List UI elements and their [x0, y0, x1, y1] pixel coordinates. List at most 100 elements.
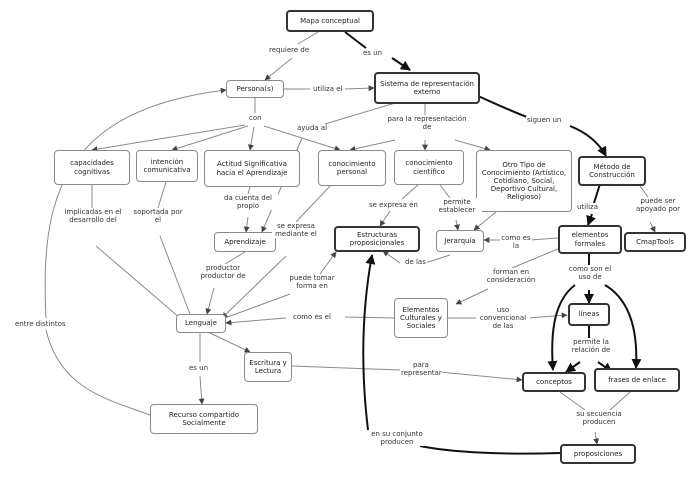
connector — [159, 235, 191, 315]
link-utiliza-el: utiliza el — [312, 85, 344, 94]
connector — [604, 284, 642, 369]
connector — [477, 95, 531, 119]
node-aprendizaje[interactable]: Aprendizaje — [214, 232, 276, 252]
connector — [344, 85, 375, 92]
link-implicadas: implicadas en el desarrollo del — [56, 208, 130, 225]
connector — [419, 445, 561, 455]
connector — [91, 124, 246, 153]
node-metodo-construccion[interactable]: Método de Construcción — [578, 156, 646, 186]
connector — [291, 365, 401, 371]
connector — [401, 184, 419, 200]
connector — [424, 254, 451, 264]
connector — [529, 237, 559, 241]
link-de-las: de las — [404, 258, 427, 267]
link-para-representar: para representar — [400, 361, 442, 378]
link-para-la-representacion: para la representación de — [382, 115, 472, 132]
node-intencion-comunicativa[interactable]: intención comunicativa — [136, 150, 198, 182]
connector — [264, 57, 293, 81]
connector — [453, 219, 460, 231]
connector — [45, 329, 151, 416]
node-conocimiento-cientifico[interactable]: conocimiento científico — [394, 150, 464, 185]
node-proposiciones[interactable]: proposiciones — [560, 444, 636, 464]
connector — [297, 31, 319, 45]
link-uso-convencional: uso convencional de las — [476, 306, 530, 331]
link-ayuda-al: ayuda al — [296, 124, 329, 133]
link-entre-distintos: entre distintos — [14, 320, 67, 329]
connector — [547, 284, 576, 371]
connector — [609, 391, 631, 411]
connector — [649, 221, 656, 233]
node-elementos-culturales[interactable]: Elementos Culturales y Sociales — [394, 298, 448, 338]
link-como-es-la: como es la — [500, 234, 532, 251]
connector — [224, 293, 291, 319]
connector — [379, 210, 391, 227]
connector — [247, 186, 251, 195]
connector — [324, 102, 396, 125]
link-da-cuenta: da cuenta del propio — [218, 194, 278, 211]
connector — [569, 125, 607, 157]
node-lenguaje[interactable]: Lenguaje — [176, 314, 226, 333]
node-cmaptools[interactable]: CmapTools — [624, 232, 686, 252]
connector — [349, 139, 396, 152]
connector — [224, 251, 246, 265]
link-su-secuencia: su secuencia producen — [566, 410, 632, 427]
node-jerarquia[interactable]: Jerarquía — [436, 230, 484, 252]
connector — [439, 184, 451, 199]
connector — [44, 87, 227, 319]
connector — [559, 391, 586, 411]
connector — [344, 316, 395, 319]
link-puede-tomar-forma: puede tomar forma en — [278, 274, 346, 291]
link-con: con — [248, 114, 263, 123]
connector — [473, 211, 497, 231]
link-soportada: soportada por el — [130, 208, 186, 225]
node-frases-enlace[interactable]: frases de enlace — [594, 368, 680, 392]
connector — [511, 247, 561, 269]
link-siguen-un: siguen un — [526, 116, 563, 125]
node-escritura-lectura[interactable]: Escritura y Lectura — [244, 352, 292, 382]
connector — [344, 31, 367, 49]
link-forman-en: forman en consideración — [476, 268, 546, 285]
link-utiliza: utiliza — [576, 203, 599, 212]
link-puede-ser-apoyado: puede ser apoyado por — [632, 197, 684, 214]
node-lineas[interactable]: líneas — [568, 303, 610, 326]
connector — [382, 250, 401, 264]
node-elementos-formales[interactable]: elementos formales — [558, 225, 622, 254]
connector — [225, 317, 287, 326]
link-permite-establecer: permite establecer — [432, 198, 482, 215]
connector — [639, 185, 649, 198]
link-productor: productor productor de — [192, 264, 254, 281]
connector — [95, 245, 181, 319]
connector — [319, 251, 337, 275]
connector — [455, 288, 489, 305]
bold-connectors — [344, 31, 642, 455]
node-sistema-representacion[interactable]: Sistema de representación externo — [374, 72, 480, 104]
connector — [593, 431, 600, 445]
connector — [439, 371, 523, 383]
link-es-un-2: es un — [188, 364, 210, 373]
connector — [247, 126, 255, 151]
node-capacidades-cognitivas[interactable]: capacidades cognitivas — [54, 150, 130, 185]
node-personas[interactable]: Persona(s) — [226, 80, 284, 98]
connector — [586, 213, 596, 226]
node-actitud-significativa[interactable]: Actitud Significativa hacia el Aprendiza… — [204, 150, 300, 187]
connector — [454, 139, 491, 152]
connector — [198, 375, 205, 405]
node-conocimiento-personal[interactable]: conocimiento personal — [318, 150, 386, 186]
connector — [565, 361, 581, 373]
node-otro-tipo-conocimiento[interactable]: Otro Tipo de Conocimiento (Artístico, Co… — [476, 150, 572, 212]
link-se-expresa-en: se expresa en — [368, 201, 419, 210]
connector — [362, 254, 376, 431]
connector — [391, 57, 411, 71]
link-como-es-el: como es el — [292, 313, 332, 322]
node-estructuras-proposicionales[interactable]: Estructuras proposicionales — [334, 226, 420, 252]
connector — [221, 255, 287, 319]
connector — [527, 312, 568, 319]
node-recurso-compartido[interactable]: Recurso compartido Socialmente — [150, 404, 258, 434]
link-es-un: es un — [362, 49, 384, 58]
connector — [295, 185, 331, 223]
link-requiere-de: requiere de — [268, 46, 311, 55]
node-conceptos[interactable]: conceptos — [522, 372, 586, 392]
connector — [171, 125, 249, 152]
node-mapa-conceptual[interactable]: Mapa conceptual — [286, 10, 374, 32]
